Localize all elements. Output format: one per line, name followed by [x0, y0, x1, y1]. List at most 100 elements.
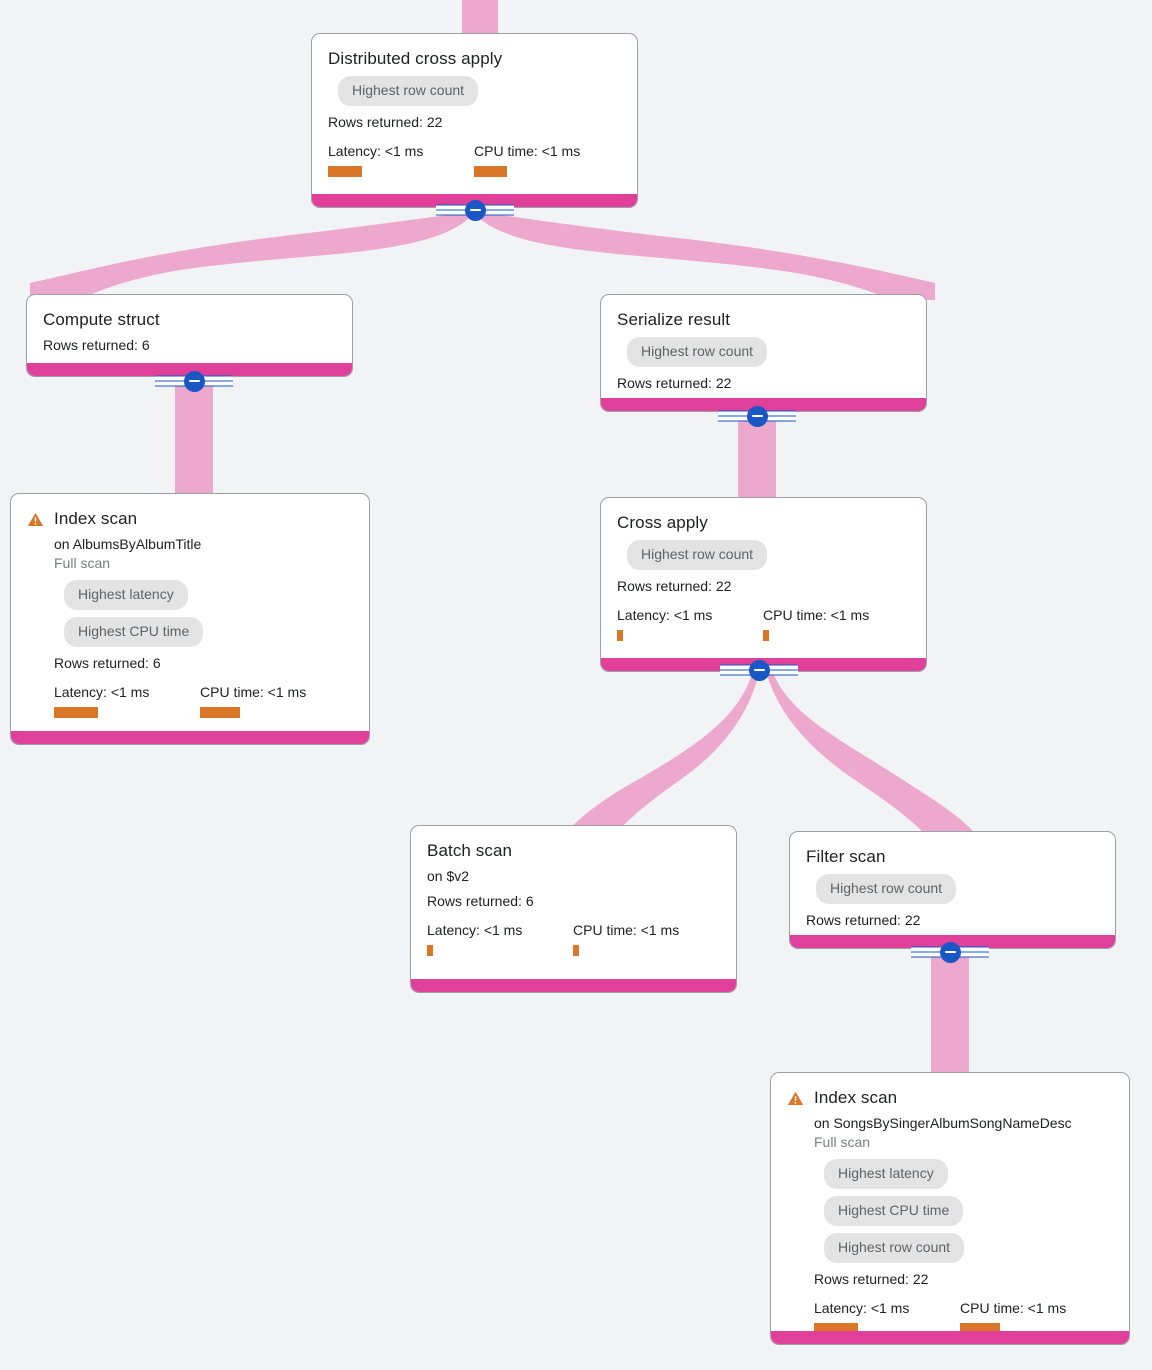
chip-highest-row-count[interactable]: Highest row count — [627, 540, 768, 570]
cpu-time-bar — [474, 166, 507, 177]
latency-label: Latency: <1 ms — [427, 922, 523, 938]
rows-returned: Rows returned: 22 — [617, 578, 732, 594]
metric-cpu-time: CPU time: <1 ms — [474, 142, 580, 177]
chip-list: Highest latency — [814, 1152, 1113, 1189]
metric-cpu-time: CPU time: <1 ms — [200, 683, 306, 718]
metrics-row: Latency: <1 ms CPU time: <1 ms — [54, 683, 353, 718]
collapse-minus-icon[interactable] — [464, 199, 486, 221]
collapse-toggle-distributed-cross-apply[interactable] — [436, 199, 514, 221]
latency-bar — [54, 707, 98, 718]
node-title-row: Batch scan — [427, 840, 720, 861]
metrics-row: Latency: <1 ms CPU time: <1 ms — [617, 606, 910, 641]
rows-returned: Rows returned: 6 — [427, 893, 534, 909]
collapse-minus-icon[interactable] — [939, 941, 961, 963]
plan-node-serialize-result[interactable]: Serialize result Highest row count Rows … — [600, 294, 927, 412]
node-body: Cross apply Highest row count Rows retur… — [601, 498, 926, 651]
node-body: Filter scan Highest row count Rows retur… — [790, 832, 1115, 940]
node-body: Batch scan on $v2 Rows returned: 6 Laten… — [411, 826, 736, 966]
plan-node-index-scan-albums[interactable]: Index scan on AlbumsByAlbumTitle Full sc… — [10, 493, 370, 745]
rows-returned: Rows returned: 22 — [328, 114, 443, 130]
node-title: Index scan — [54, 509, 138, 528]
chip-highest-cpu-time[interactable]: Highest CPU time — [824, 1196, 964, 1226]
metric-cpu-time: CPU time: <1 ms — [573, 921, 679, 956]
node-body: Compute struct Rows returned: 6 — [27, 295, 352, 365]
cpu-time-label: CPU time: <1 ms — [763, 607, 870, 623]
chip-highest-row-count[interactable]: Highest row count — [824, 1233, 965, 1263]
chip-highest-row-count[interactable]: Highest row count — [338, 76, 479, 106]
edge-serialize-result-to-cross-apply — [738, 418, 776, 497]
warning-icon — [787, 1091, 804, 1105]
node-title-row: Index scan — [787, 1087, 1113, 1108]
collapse-toggle-compute-struct[interactable] — [155, 370, 233, 392]
rows-returned: Rows returned: 22 — [617, 375, 732, 391]
plan-node-batch-scan[interactable]: Batch scan on $v2 Rows returned: 6 Laten… — [410, 825, 737, 993]
latency-bar — [814, 1323, 858, 1334]
cpu-time-label: CPU time: <1 ms — [200, 684, 307, 700]
edge-filter-scan-to-index-scan — [931, 952, 969, 1075]
collapse-toggle-serialize-result[interactable] — [718, 405, 796, 427]
metric-latency: Latency: <1 ms — [427, 921, 573, 956]
metric-cpu-time: CPU time: <1 ms — [763, 606, 869, 641]
node-content: on $v2 Rows returned: 6 Latency: <1 ms C… — [427, 867, 720, 956]
node-content: on SongsBySingerAlbumSongNameDesc Full s… — [814, 1114, 1113, 1334]
node-title-row: Cross apply — [617, 512, 910, 533]
index-target: on AlbumsByAlbumTitle — [54, 536, 202, 552]
cpu-time-bar — [200, 707, 240, 718]
chip-list: Highest latency — [54, 573, 353, 610]
rows-returned: Rows returned: 22 — [806, 912, 921, 928]
node-body: Index scan on SongsBySingerAlbumSongName… — [771, 1073, 1129, 1344]
node-accent-bar — [11, 731, 369, 744]
edge-cross-apply-to-filter-scan — [765, 668, 980, 856]
edge-compute-struct-to-index-scan — [175, 384, 213, 497]
latency-bar — [617, 630, 623, 641]
node-body: Distributed cross apply Highest row coun… — [312, 34, 637, 187]
node-body: Serialize result Highest row count Rows … — [601, 295, 926, 403]
node-content: Highest row count Rows returned: 22 — [806, 867, 1099, 930]
node-content: on AlbumsByAlbumTitle Full scan Highest … — [54, 535, 353, 718]
warning-icon — [27, 512, 44, 526]
node-accent-bar — [27, 363, 352, 376]
collapse-toggle-cross-apply[interactable] — [720, 659, 798, 681]
scan-target: on $v2 — [427, 868, 470, 884]
cpu-time-bar — [573, 945, 579, 956]
chip-highest-row-count[interactable]: Highest row count — [816, 874, 957, 904]
edge-root-to-serialize-result — [477, 212, 935, 300]
node-title: Serialize result — [617, 310, 731, 329]
chip-highest-row-count[interactable]: Highest row count — [627, 337, 768, 367]
collapse-minus-icon[interactable] — [748, 659, 770, 681]
node-accent-bar — [771, 1331, 1129, 1344]
chip-list: Highest CPU time — [814, 1189, 1113, 1226]
node-content: Highest row count Rows returned: 22 Late… — [617, 533, 910, 641]
collapse-minus-icon[interactable] — [183, 370, 205, 392]
cpu-time-label: CPU time: <1 ms — [573, 922, 680, 938]
node-title: Cross apply — [617, 513, 708, 532]
node-title-row: Serialize result — [617, 309, 910, 330]
node-accent-bar — [411, 979, 736, 992]
node-body: Index scan on AlbumsByAlbumTitle Full sc… — [11, 494, 369, 728]
node-title: Filter scan — [806, 847, 886, 866]
edge-root-to-compute-struct — [30, 212, 471, 300]
metrics-row: Latency: <1 ms CPU time: <1 ms — [814, 1299, 1113, 1334]
scan-type: Full scan — [54, 555, 111, 571]
node-title: Distributed cross apply — [328, 49, 503, 68]
collapse-toggle-filter-scan[interactable] — [911, 941, 989, 963]
chip-highest-latency[interactable]: Highest latency — [824, 1159, 948, 1189]
scan-type: Full scan — [814, 1134, 871, 1150]
latency-label: Latency: <1 ms — [54, 684, 150, 700]
edge-root-inflow — [462, 0, 498, 36]
chip-highest-latency[interactable]: Highest latency — [64, 580, 188, 610]
plan-node-cross-apply[interactable]: Cross apply Highest row count Rows retur… — [600, 497, 927, 672]
node-title-row: Compute struct — [43, 309, 336, 330]
metric-cpu-time: CPU time: <1 ms — [960, 1299, 1066, 1334]
collapse-minus-icon[interactable] — [746, 405, 768, 427]
chip-list: Highest CPU time — [54, 610, 353, 647]
node-title: Index scan — [814, 1088, 898, 1107]
plan-node-index-scan-songs[interactable]: Index scan on SongsBySingerAlbumSongName… — [770, 1072, 1130, 1345]
chip-highest-cpu-time[interactable]: Highest CPU time — [64, 617, 204, 647]
plan-node-filter-scan[interactable]: Filter scan Highest row count Rows retur… — [789, 831, 1116, 949]
plan-node-distributed-cross-apply[interactable]: Distributed cross apply Highest row coun… — [311, 33, 638, 208]
metrics-row: Latency: <1 ms CPU time: <1 ms — [427, 921, 720, 956]
cpu-time-label: CPU time: <1 ms — [474, 143, 581, 159]
plan-node-compute-struct[interactable]: Compute struct Rows returned: 6 — [26, 294, 353, 377]
rows-returned: Rows returned: 6 — [54, 655, 161, 671]
